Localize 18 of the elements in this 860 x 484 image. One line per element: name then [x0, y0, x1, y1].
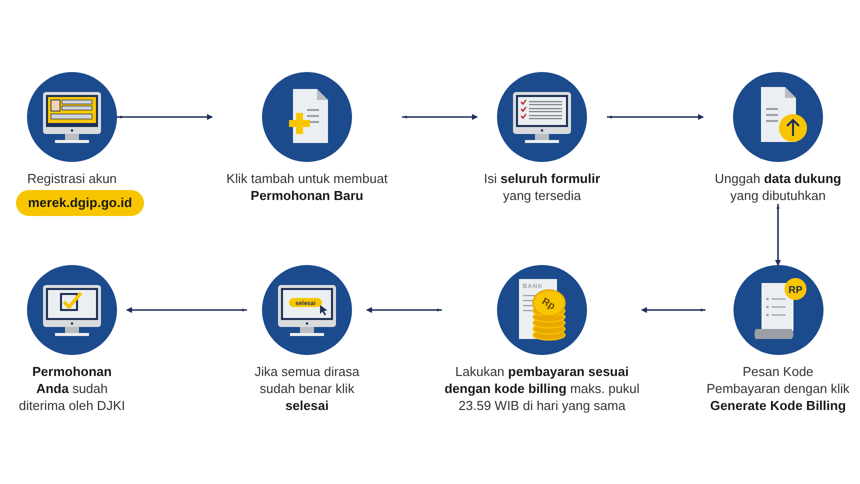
arrow [641, 307, 706, 313]
arrow [117, 114, 213, 120]
coin-text: Rp [540, 296, 557, 312]
url-pill: merek.dgip.go.id [16, 190, 144, 216]
arrow [366, 307, 442, 313]
step-caption: Lakukan pembayaran sesuai dengan kode billing maks. pukul 23.59 WIB di hari yang sama [443, 363, 641, 414]
step-caption: Jika semua dirasa sudah benar klik selesai [254, 363, 360, 414]
step-caption: Registrasi akun [27, 170, 117, 187]
step-caption: Permohonan Anda sudah diterima oleh DJKI [18, 363, 126, 414]
arrow [402, 114, 478, 120]
step-caption: Pesan Kode Pembayaran dengan klik Generate Kode Billing [706, 363, 850, 414]
step-caption: Unggah data dukung yang dibutuhkan [714, 170, 842, 204]
currency-text: RP [788, 285, 802, 296]
step-caption: Klik tambah untuk membuat Permohonan Baru [225, 170, 389, 204]
arrow [607, 114, 704, 120]
arrow [126, 307, 247, 313]
step-caption: Isi seluruh formulir yang tersedia [482, 170, 602, 204]
arrow [775, 204, 781, 266]
